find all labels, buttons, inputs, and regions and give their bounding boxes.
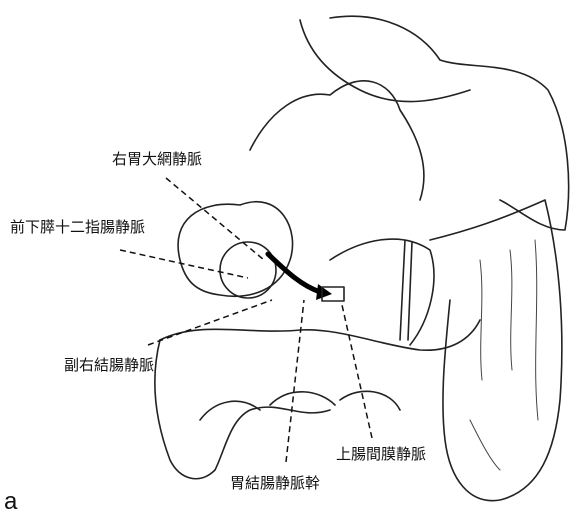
leader-superior-mesenteric [342,305,372,438]
mesentery-vessel-2 [408,242,412,340]
omentum-fold [250,81,424,200]
omentum-right [430,200,562,501]
label-superior-mesenteric-vein: 上腸間膜静脈 [336,445,426,463]
leader-gastrocolic-trunk [286,300,304,462]
duodenum-outline [178,202,292,296]
colon-haustra [200,391,400,420]
mesentery-vessel [400,240,405,340]
panel-letter: a [4,488,17,516]
label-gastrocolic-trunk: 胃結腸静脈幹 [230,474,320,492]
leader-accessory-right-colic [148,300,272,345]
leader-right-gastroepiploic [166,178,264,260]
mesentery-outline [330,239,434,345]
leader-anterior-inferior-pd [120,250,248,278]
transverse-colon [160,320,480,350]
label-anterior-inferior-pd-vein: 前下膵十二指腸静脈 [10,218,145,236]
ascending-colon [155,340,330,479]
duodenal-loop [220,242,276,298]
label-accessory-right-colic-vein: 副右結腸静脈 [64,356,154,374]
label-right-gastroepiploic-vein: 右胃大網静脈 [112,150,202,168]
omentum-texture [470,240,538,470]
stomach-outline [330,16,569,230]
